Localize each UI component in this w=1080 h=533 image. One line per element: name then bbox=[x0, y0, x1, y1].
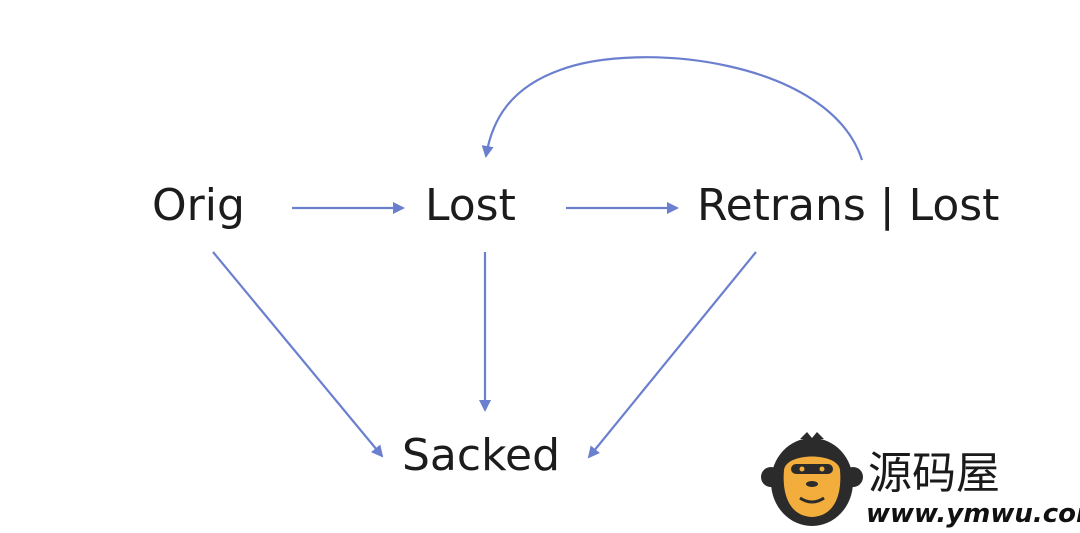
watermark-name: 源码屋 bbox=[868, 448, 1000, 499]
watermark-url: www.ymwu.com bbox=[866, 499, 1080, 529]
edge-orig-to-sacked bbox=[212, 251, 384, 458]
monkey-logo-icon bbox=[761, 432, 863, 526]
node-sacked: Sacked bbox=[402, 430, 560, 481]
edge-retrans-to-sacked bbox=[587, 251, 757, 459]
node-orig: Orig bbox=[152, 180, 245, 231]
node-lost: Lost bbox=[425, 180, 516, 231]
node-retrans-lost: Retrans | Lost bbox=[697, 180, 999, 231]
edge-retrans-to-lost bbox=[481, 56, 864, 161]
